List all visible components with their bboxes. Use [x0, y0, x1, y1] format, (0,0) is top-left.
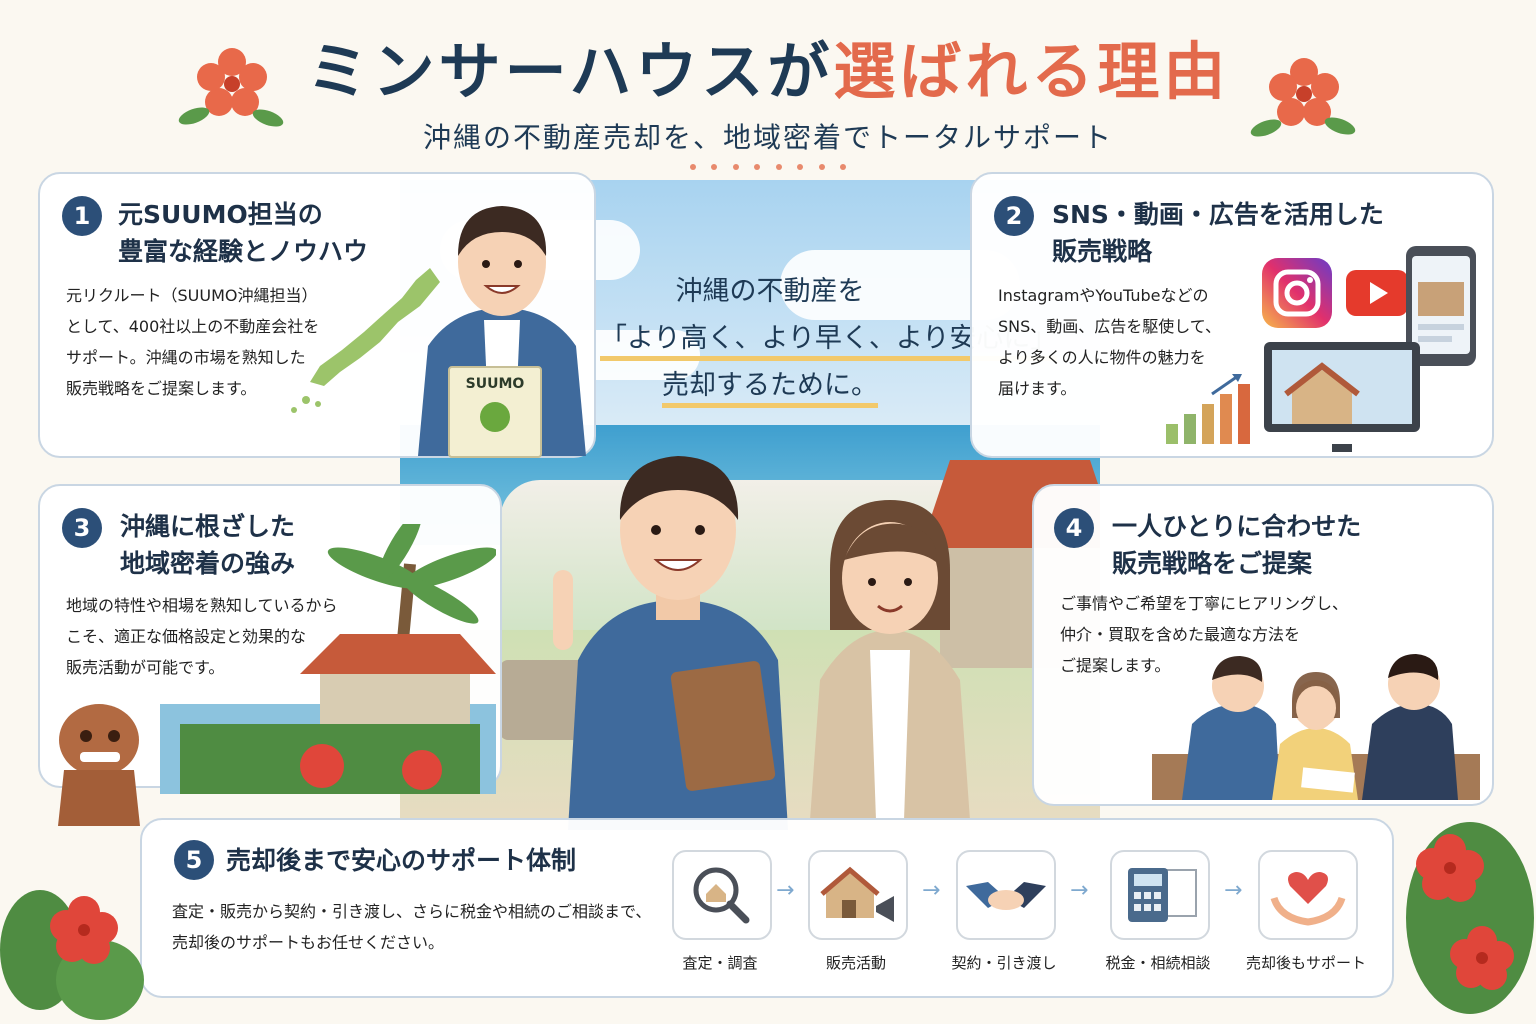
- reason-title-5: 売却後まで安心のサポート体制: [226, 846, 577, 875]
- step-appraisal: [672, 850, 772, 940]
- reason-number-1: 1: [62, 196, 102, 236]
- reason-text-1-line: サポート。沖縄の市場を熟知した: [66, 348, 306, 367]
- reason-title-4-line2: 販売戦略をご提案: [1112, 549, 1313, 578]
- smartphone-icon: [1406, 246, 1476, 366]
- step-label-contract: 契約・引き渡し: [951, 954, 1057, 972]
- reason-text-3: 地域の特性や相場を熟知しているから こそ、適正な価格設定と効果的な 販売活動が可…: [66, 590, 338, 683]
- reason-text-4: ご事情やご希望を丁寧にヒアリングし、 仲介・買取を含めた最適な方法を ご提案しま…: [1060, 588, 1348, 681]
- reason-text-4-line: ご事情やご希望を丁寧にヒアリングし、: [1060, 594, 1349, 613]
- reason-text-2-line: SNS、動画、広告を駆使して、: [998, 317, 1222, 336]
- reason-number-2: 2: [994, 196, 1034, 236]
- step-tax-inheritance: [1110, 850, 1210, 940]
- reason-title-3-line2: 地域密着の強み: [120, 549, 296, 578]
- reason-number-4: 4: [1054, 508, 1094, 548]
- shisa-lion-statue-icon: [58, 704, 140, 826]
- agent-man-illustration: [553, 456, 788, 830]
- reason-title-2-line1: SNS・動画・広告を活用した: [1052, 200, 1384, 229]
- reason-text-2-line: より多くの人に物件の魅力を: [998, 348, 1206, 367]
- agent-woman-illustration: [810, 500, 970, 820]
- reason-title-2-line2: 販売戦略: [1052, 237, 1153, 266]
- hibiscus-right-icon: [1250, 58, 1356, 137]
- center-message-line1: 沖縄の不動産を: [675, 276, 865, 307]
- reason-title-2: SNS・動画・広告を活用した 販売戦略: [1052, 196, 1384, 270]
- instagram-icon: [1262, 258, 1332, 328]
- magnifier-house-icon: [693, 867, 750, 924]
- okinawa-house-palm-illustration: [160, 524, 496, 794]
- reason-text-2-line: InstagramやYouTubeなどの: [998, 286, 1209, 305]
- step-contract: [956, 850, 1056, 940]
- reason-text-5: 査定・販売から契約・引き渡し、さらに税金や相続のご相談まで、 売却後のサポートも…: [172, 896, 651, 958]
- suumo-book-label: SUUMO: [465, 376, 525, 392]
- reason-text-4-line: ご提案します。: [1060, 656, 1171, 675]
- step-sales: [808, 850, 908, 940]
- page-subtitle: 沖縄の不動産売却を、地域密着でトータルサポート: [422, 121, 1113, 154]
- reason-text-2-line: 届けます。: [998, 379, 1077, 398]
- hibiscus-left-icon: [178, 48, 284, 127]
- step-label-tax-inheritance: 税金・相続相談: [1105, 954, 1211, 972]
- hibiscus-bush-right-icon: [1406, 822, 1534, 1014]
- reason-text-1-line: として、400社以上の不動産会社を: [66, 317, 320, 336]
- reason-text-5-line: 売却後のサポートもお任せください。: [172, 933, 445, 952]
- reason-text-1: 元リクルート（SUUMO沖縄担当） として、400社以上の不動産会社を サポート…: [66, 280, 319, 404]
- step-label-sales: 販売活動: [825, 954, 886, 972]
- okinawa-map-icon: [291, 268, 440, 413]
- reason-text-1-line: 販売戦略をご提案します。: [66, 379, 257, 398]
- monitor-icon: [1264, 342, 1420, 452]
- reason-title-3: 沖縄に根ざした 地域密着の強み: [120, 508, 295, 582]
- suumo-book: SUUMO: [448, 366, 542, 458]
- reason-title-3-line1: 沖縄に根ざした: [120, 512, 296, 541]
- dot-divider: [690, 164, 846, 170]
- step-arrow-icon: →: [1070, 878, 1089, 903]
- reason-title-1-line2: 豊富な経験とノウハウ: [118, 237, 369, 266]
- page-title: ミンサーハウスが選ばれる理由: [0, 30, 1536, 114]
- reason-title-4-line1: 一人ひとりに合わせた: [1112, 512, 1362, 541]
- reason-text-2: InstagramやYouTubeなどの SNS、動画、広告を駆使して、 より多…: [998, 280, 1221, 404]
- reason-title-1: 元SUUMO担当の 豊富な経験とノウハウ: [118, 196, 368, 270]
- handshake-icon: [966, 882, 1046, 910]
- step-label-after-sale-support: 売却後もサポート: [1245, 954, 1366, 972]
- growth-bar-chart-icon: [1166, 374, 1250, 444]
- reason-number-5: 5: [174, 840, 214, 880]
- reason-text-1-line: 元リクルート（SUUMO沖縄担当）: [66, 286, 318, 305]
- center-message: 沖縄の不動産を 「より高く、より早く、より安心に」 売却するために。: [600, 268, 1058, 409]
- step-arrow-icon: →: [1224, 878, 1243, 903]
- reason-text-3-line: こそ、適正な価格設定と効果的な: [66, 627, 307, 646]
- heart-hands-icon: [1270, 872, 1346, 926]
- reason-text-3-line: 地域の特性や相場を熟知しているから: [66, 596, 338, 615]
- reason-text-5-line: 査定・販売から契約・引き渡し、さらに税金や相続のご相談まで、: [172, 902, 652, 921]
- center-message-line3: 売却するために。: [662, 370, 878, 408]
- step-arrow-icon: →: [776, 878, 795, 903]
- reason-title-4: 一人ひとりに合わせた 販売戦略をご提案: [1112, 508, 1361, 582]
- reason-number-3: 3: [62, 508, 102, 548]
- title-part2: 選ばれる理由: [833, 35, 1230, 108]
- house-megaphone-icon: [820, 866, 894, 922]
- hibiscus-bush-left-icon: [0, 890, 144, 1020]
- suumo-mascot-icon: [480, 402, 510, 432]
- step-arrow-icon: →: [922, 878, 941, 903]
- reason-text-3-line: 販売活動が可能です。: [66, 658, 225, 677]
- step-after-sale-support: [1258, 850, 1358, 940]
- calculator-document-icon: [1128, 868, 1197, 922]
- consultation-meeting-illustration: [1152, 654, 1480, 800]
- title-part1: ミンサーハウスが: [306, 35, 834, 108]
- step-label-appraisal: 査定・調査: [682, 954, 758, 972]
- reason-text-4-line: 仲介・買取を含めた最適な方法を: [1060, 625, 1301, 644]
- reason-title-1-line1: 元SUUMO担当の: [118, 200, 323, 229]
- youtube-icon: [1346, 270, 1408, 316]
